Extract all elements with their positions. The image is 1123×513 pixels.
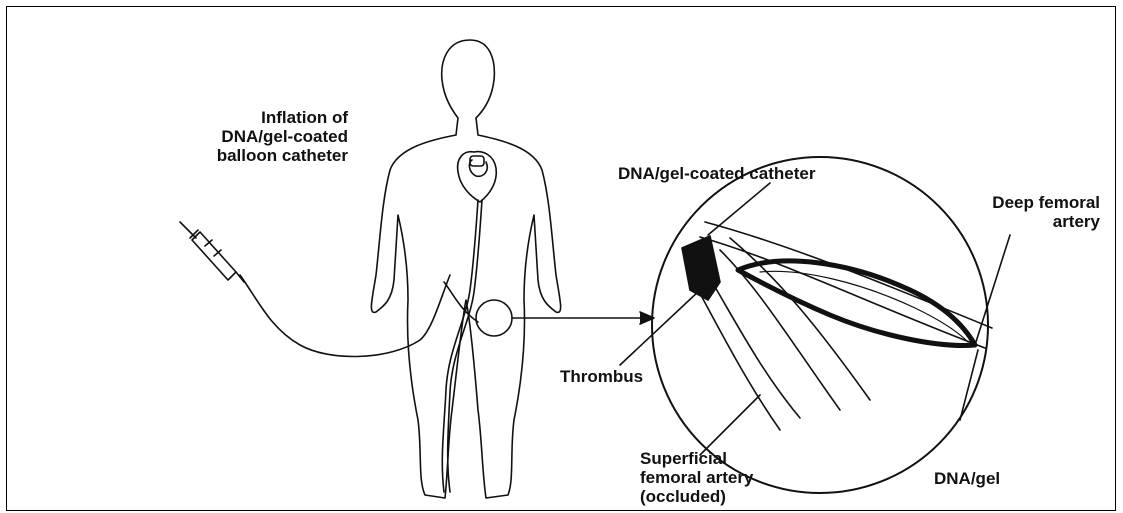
dna-gel-label: DNA/gel <box>934 469 1000 488</box>
thrombus-shape <box>682 236 720 300</box>
deep-femoral-line-1: Deep femoral <box>940 193 1100 212</box>
groin-circle <box>476 300 512 336</box>
deep-femoral-line-2: artery <box>940 212 1100 231</box>
syringe-icon <box>180 222 244 282</box>
inflation-line-1: Inflation of <box>160 108 348 127</box>
inflation-label: Inflation of DNA/gel-coated balloon cath… <box>160 108 348 165</box>
inflation-line-3: balloon catheter <box>160 146 348 165</box>
magnified-view-circle <box>652 157 988 493</box>
superficial-line-3: (occluded) <box>640 487 753 506</box>
dna-gel-catheter-label: DNA/gel-coated catheter <box>618 164 815 183</box>
deep-femoral-label: Deep femoral artery <box>940 193 1100 231</box>
inflation-line-2: DNA/gel-coated <box>160 127 348 146</box>
thrombus-label: Thrombus <box>560 367 643 386</box>
human-body-outline <box>371 40 560 498</box>
superficial-line-2: femoral artery <box>640 468 753 487</box>
superficial-femoral-label: Superficial femoral artery (occluded) <box>640 449 753 506</box>
superficial-line-1: Superficial <box>640 449 753 468</box>
